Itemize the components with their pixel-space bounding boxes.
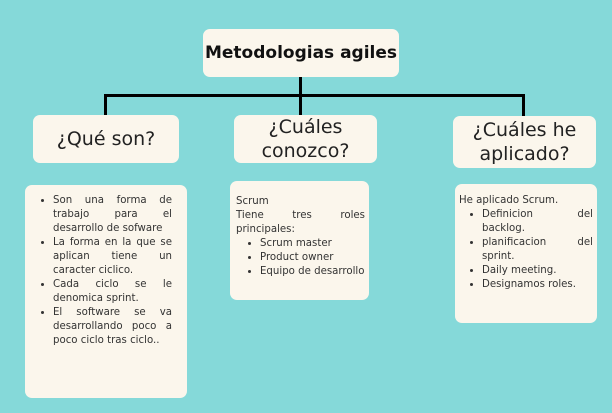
header-que-son: ¿Qué son? [33, 115, 179, 163]
list-item: Cada ciclo se le denomica sprint. [53, 278, 172, 306]
connector-trunk [299, 77, 302, 96]
list-item: Son una forma de trabajo para el desarro… [53, 194, 172, 236]
card-cuales-conozco: Scrum Tiene tres roles principales: Scru… [230, 181, 369, 300]
list-item: Daily meeting. [482, 264, 593, 278]
header-cuales-conozco: ¿Cuáles conozco? [234, 115, 377, 163]
connector-left [104, 94, 107, 115]
connector-right [522, 94, 525, 116]
intro-text: Scrum [236, 196, 269, 207]
bullet-list: Definicion del backlog. planificacion de… [459, 208, 593, 292]
card-que-son: Son una forma de trabajo para el desarro… [25, 185, 187, 398]
bullet-list: Scrum master Product owner Equipo de des… [236, 237, 365, 279]
list-item: Equipo de desarrollo [260, 265, 365, 279]
header-cuales-he-aplicado: ¿Cuáles he aplicado? [453, 116, 596, 168]
diagram-title: Metodologias agiles [203, 29, 399, 77]
connector-middle [299, 94, 302, 115]
card-cuales-he-aplicado: He aplicado Scrum. Definicion del backlo… [455, 184, 597, 323]
list-item: Scrum master [260, 237, 365, 251]
intro-text: Tiene tres roles principales: [236, 210, 365, 235]
list-item: Designamos roles. [482, 278, 593, 292]
connector-horizontal [104, 94, 525, 97]
intro-text: He aplicado Scrum. [459, 195, 559, 206]
list-item: La forma en la que se aplican tiene un c… [53, 236, 172, 278]
bullet-list: Son una forma de trabajo para el desarro… [31, 194, 172, 348]
list-item: planificacion del sprint. [482, 236, 593, 264]
list-item: El software se va desarrollando poco a p… [53, 306, 172, 348]
list-item: Definicion del backlog. [482, 208, 593, 236]
list-item: Product owner [260, 251, 365, 265]
